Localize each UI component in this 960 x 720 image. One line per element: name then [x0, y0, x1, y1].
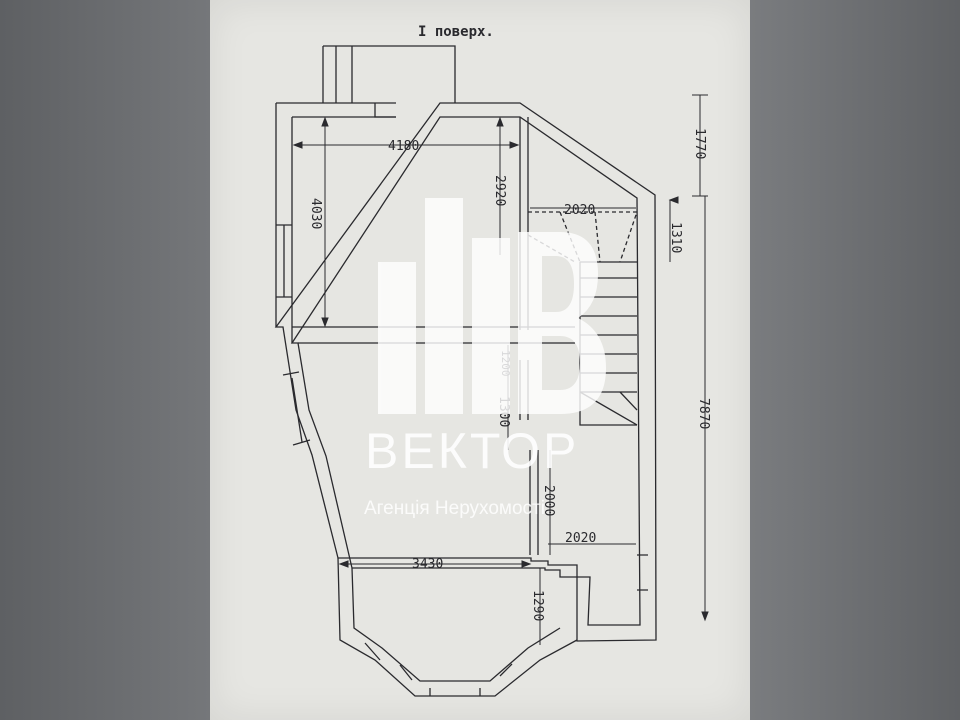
dim-2020-bottom-label: 2020: [565, 531, 596, 546]
porch: [322, 45, 456, 103]
dim-7870-label: 7870: [696, 398, 711, 429]
window-west-2: [282, 371, 311, 446]
dim-2920-label: 2920: [492, 175, 507, 206]
dim-4180-label: 4180: [388, 139, 419, 154]
stair-treads: [580, 277, 637, 393]
dim-1310-label: 1310: [668, 222, 683, 253]
building-b-logo: [378, 198, 606, 414]
floor-title: I поверх.: [418, 24, 494, 40]
dim-1290-label: 1290: [530, 590, 545, 621]
watermark-tagline: Агенція Нерухомості: [364, 498, 545, 519]
dim-4030-label: 4030: [308, 198, 323, 229]
bay-inner: [351, 567, 561, 682]
winder-stairs: [527, 211, 638, 263]
hall-partition: [529, 450, 539, 555]
dim-1770-label: 1770: [692, 128, 707, 159]
window-bay-2: [429, 688, 481, 696]
watermark-brand: ВЕКТОР: [365, 423, 579, 479]
dim-2020-top-label: 2020: [564, 203, 595, 218]
background-left: [0, 0, 210, 720]
window-west-1: [276, 224, 292, 298]
window-bay-3: [499, 663, 513, 677]
dim-2000-label: 2000: [541, 485, 556, 516]
door-east: [637, 554, 648, 591]
background-right: [750, 0, 960, 720]
door-step: [374, 103, 396, 118]
dim-3430-label: 3430: [412, 557, 443, 572]
bay-outer: [337, 557, 578, 697]
window-bay-1: [364, 642, 413, 681]
